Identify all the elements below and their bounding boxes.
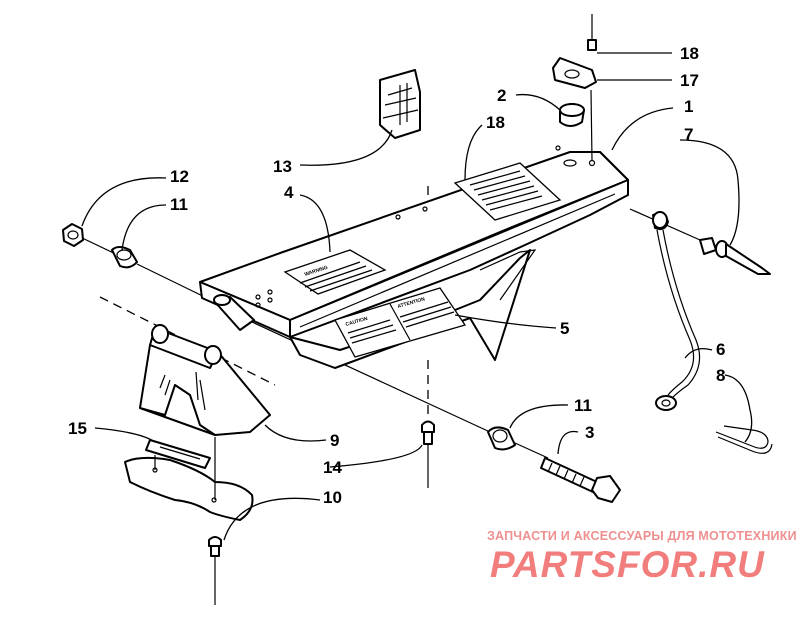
decal-18 — [453, 162, 562, 221]
callout-2: 2 — [497, 86, 506, 105]
callout-14: 14 — [323, 458, 342, 477]
pin-7 — [699, 237, 771, 275]
decal-5-caution: CAUTION ATTENTION — [334, 287, 467, 358]
watermark-tagline: ЗАПЧАСТИ И АКСЕССУАРЫ ДЛЯ МОТОТЕХНИКИ — [487, 529, 797, 543]
clip-13 — [379, 69, 421, 139]
callout-18: 18 — [486, 113, 505, 132]
lanyard-6 — [652, 211, 701, 411]
spacer-11-left — [111, 246, 138, 269]
callout-17: 18 — [680, 44, 699, 63]
plate-16 — [552, 57, 597, 161]
callout-1: 1 — [684, 97, 693, 116]
callout-15: 15 — [68, 419, 87, 438]
stand-9 — [139, 324, 271, 436]
callout-6: 6 — [716, 340, 725, 359]
callout-9: 9 — [330, 431, 339, 450]
callout-10: 10 — [323, 488, 342, 507]
rivet-10 — [208, 536, 222, 605]
cap-plug-2 — [559, 103, 585, 127]
callout-16: 17 — [680, 71, 699, 90]
callout-12: 12 — [170, 167, 189, 186]
watermark-logo: PARTSFOR.RU — [490, 544, 765, 585]
callout-7: 7 — [684, 125, 693, 144]
bushing — [213, 294, 255, 331]
callout-5: 5 — [560, 319, 569, 338]
callout-4: 4 — [284, 183, 294, 202]
watermark: ЗАПЧАСТИ И АКСЕССУАРЫ ДЛЯ МОТОТЕХНИКИ PA… — [487, 529, 797, 585]
bolt-3 — [540, 457, 621, 503]
callout-11-right: 11 — [574, 396, 592, 415]
clip-8 — [715, 425, 773, 454]
rivet-14 — [421, 420, 435, 488]
rivet-17 — [587, 14, 597, 51]
plate-15 — [145, 439, 211, 469]
callout-numbers: 18 17 2 1 7 18 4 13 12 11 5 6 8 11 3 9 1… — [68, 44, 725, 507]
base-plate — [124, 437, 254, 521]
callout-13: 13 — [273, 157, 292, 176]
callout-8: 8 — [716, 366, 725, 385]
spacer-11-right — [487, 426, 516, 451]
nut-12 — [62, 223, 84, 247]
decal-4-warning: WARNING — [283, 249, 387, 295]
leader-lines — [81, 52, 753, 541]
callout-3: 3 — [585, 423, 594, 442]
callout-11-left: 11 — [170, 195, 188, 214]
